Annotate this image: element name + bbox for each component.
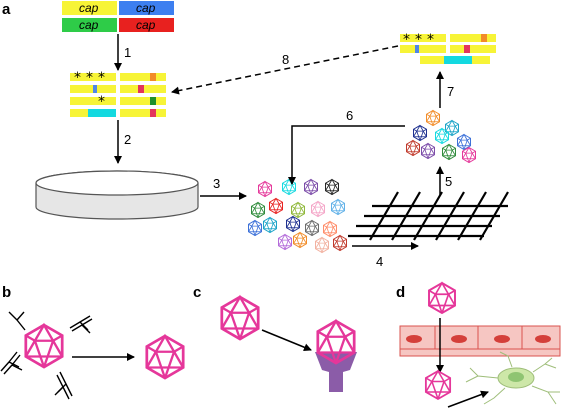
panel-label-a: a (2, 1, 11, 18)
library-capsid-6 (291, 202, 305, 218)
antibody-icons (0, 311, 93, 400)
step-label-5: 5 (445, 174, 452, 189)
selection-grid-icon (348, 191, 509, 241)
library-capsid-5 (269, 198, 283, 214)
svg-text:*: * (427, 32, 434, 48)
selected-capsid-8 (462, 147, 476, 163)
selected-capsid-genes: * * * (400, 32, 496, 64)
selected-capsid-cluster (406, 110, 476, 163)
step-label-8: 8 (282, 52, 289, 67)
arrow-step-6 (288, 125, 405, 185)
library-capsid-2 (282, 179, 296, 195)
cap-box-green (62, 18, 117, 32)
library-capsid-17 (315, 237, 329, 253)
receptor-icon (315, 352, 357, 392)
svg-text:*: * (74, 70, 81, 86)
library-capsid-16 (293, 232, 307, 248)
step-label-7: 7 (447, 84, 454, 99)
cap-box-yellow (62, 1, 117, 15)
step-label-3: 3 (213, 176, 220, 191)
cell-layer-icon (399, 325, 561, 357)
library-capsid-14 (248, 220, 262, 236)
selected-capsid-4 (435, 128, 449, 144)
svg-text:*: * (86, 70, 93, 86)
selected-capsid-9 (406, 140, 420, 156)
svg-text:*: * (98, 70, 105, 86)
capsid-library-genes: * * * * (70, 70, 166, 117)
arrow-panel-c (261, 329, 312, 352)
capsid-unbound-icon (220, 295, 260, 341)
arrow-step-8 (171, 45, 399, 95)
cap-label-4: cap (136, 18, 156, 32)
panel-label-d: d (396, 284, 405, 301)
cap-box-blue (119, 1, 174, 15)
svg-text:*: * (98, 94, 105, 110)
library-capsid-1 (258, 181, 272, 197)
capsid-with-antibodies-icon (24, 323, 64, 369)
panel-label-c: c (193, 284, 201, 301)
library-capsid-3 (304, 179, 318, 195)
library-capsid-18 (333, 235, 347, 251)
petri-dish-icon (35, 170, 199, 220)
cap-label-1: cap (79, 1, 99, 15)
receptor-binding-illustration (220, 295, 357, 392)
library-capsid-11 (286, 216, 300, 232)
cap-box-red (119, 18, 174, 32)
library-capsid-13 (323, 221, 337, 237)
step-label-2: 2 (124, 132, 131, 147)
arrow-panel-d-neuron (447, 390, 489, 408)
cap-label-3: cap (79, 18, 99, 32)
library-capsid-12 (305, 220, 319, 236)
antibody-neutralization-illustration (0, 311, 185, 400)
library-capsid-7 (311, 201, 325, 217)
selected-capsid-3 (413, 125, 427, 141)
library-capsid-15 (278, 234, 292, 250)
cap-parent-genes: cap cap cap cap (62, 1, 174, 32)
library-capsid-9 (251, 202, 265, 218)
cap-label-2: cap (136, 1, 156, 15)
barrier-crossing-illustration (399, 282, 561, 408)
free-capsid-icon (145, 334, 185, 380)
library-capsid-8 (331, 199, 345, 215)
library-capsid-4 (325, 179, 339, 195)
capsid-above-barrier-icon (428, 282, 456, 314)
panel-label-b: b (2, 284, 11, 301)
selected-capsid-6 (421, 143, 435, 159)
svg-text:*: * (415, 32, 422, 48)
svg-text:*: * (403, 32, 410, 48)
capsid-library-cluster (248, 179, 347, 253)
capsid-below-barrier-icon (424, 370, 452, 400)
selected-capsid-1 (426, 110, 440, 126)
neuron-icon (465, 351, 560, 405)
selected-capsid-7 (442, 144, 456, 160)
step-label-1: 1 (124, 45, 131, 60)
step-label-4: 4 (376, 254, 383, 269)
library-capsid-10 (263, 217, 277, 233)
step-label-6: 6 (346, 108, 353, 123)
